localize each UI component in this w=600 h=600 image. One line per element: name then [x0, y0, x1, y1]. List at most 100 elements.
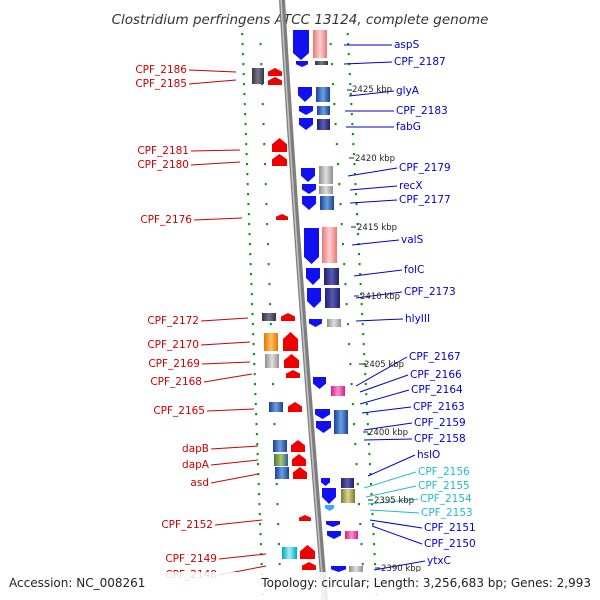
connector-line	[351, 239, 400, 246]
gene-label[interactable]: CPF_2155	[418, 480, 470, 492]
gene-label[interactable]: CPF_2186	[135, 64, 187, 76]
track-tick	[242, 63, 245, 66]
gene-label[interactable]: CPF_2168	[150, 376, 202, 388]
track-tick	[273, 423, 276, 426]
gene-label[interactable]: CPF_2173	[404, 286, 456, 298]
gene-box	[262, 313, 276, 321]
gene-arrow	[288, 402, 302, 412]
track-tick	[349, 83, 352, 86]
track-tick	[352, 153, 355, 156]
gene-label[interactable]: CPF_2163	[413, 401, 465, 413]
gene-label[interactable]: valS	[401, 234, 424, 246]
track-tick	[373, 543, 376, 546]
track-tick	[252, 333, 255, 336]
gene-label[interactable]: CPF_2181	[137, 145, 189, 157]
track-tick	[345, 303, 348, 306]
track-tick	[255, 413, 258, 416]
gene-label[interactable]: CPF_2180	[137, 159, 189, 171]
gene-label[interactable]: hslO	[417, 449, 440, 461]
connector-line	[359, 374, 409, 393]
gene-label[interactable]: CPF_2176	[140, 214, 192, 226]
gene-arrow	[301, 168, 315, 182]
gene-label[interactable]: CPF_2166	[410, 369, 462, 381]
track-tick	[365, 393, 368, 396]
gene-box	[275, 467, 289, 479]
gene-label[interactable]: fabG	[396, 121, 421, 133]
connector-line	[210, 459, 259, 466]
gene-label[interactable]: CPF_2151	[424, 522, 476, 534]
track-tick	[244, 113, 247, 116]
gene-label[interactable]: CPF_2156	[418, 466, 470, 478]
gene-label[interactable]: CPF_2158	[414, 433, 466, 445]
gene-box	[315, 61, 328, 65]
track-tick	[243, 83, 246, 86]
connector-line	[188, 79, 237, 85]
track-tick	[355, 203, 358, 206]
gene-label[interactable]: CPF_2150	[424, 538, 476, 550]
track-tick	[360, 543, 363, 546]
gene-label[interactable]: ytxC	[427, 555, 451, 567]
track-tick	[276, 503, 279, 506]
connector-line	[348, 90, 395, 97]
track-tick	[333, 103, 336, 106]
gene-label[interactable]: recX	[399, 180, 423, 192]
connector-line	[355, 356, 408, 387]
gene-arrow	[299, 118, 313, 130]
track-tick	[332, 83, 335, 86]
track-tick	[246, 173, 249, 176]
track-tick	[255, 423, 258, 426]
gene-label[interactable]: glyA	[396, 85, 420, 97]
connector-line	[210, 445, 259, 450]
gene-label[interactable]: CPF_2159	[414, 417, 466, 429]
track-tick	[330, 63, 333, 66]
track-tick	[254, 393, 257, 396]
track-tick	[256, 443, 259, 446]
track-tick	[353, 163, 356, 166]
gene-label[interactable]: CPF_2172	[147, 315, 199, 327]
gene-label[interactable]: CPF_2167	[409, 351, 461, 363]
track-tick	[275, 483, 278, 486]
gene-label[interactable]: hlyIII	[405, 313, 430, 325]
gene-label[interactable]: CPF_2164	[411, 384, 463, 396]
gene-label[interactable]: CPF_2185	[135, 78, 187, 90]
gene-label[interactable]: dapB	[182, 443, 209, 455]
kbp-markers: 2425 kbp 2420 kbp 2415 kbp 2410 kbp 2405…	[347, 85, 421, 574]
gene-label[interactable]: CPF_2153	[421, 507, 473, 519]
track-tick	[263, 163, 266, 166]
gene-label[interactable]: folC	[404, 264, 424, 276]
track-tick	[364, 373, 367, 376]
track-tick	[339, 203, 342, 206]
track-tick	[348, 73, 351, 76]
gene-label[interactable]: aspS	[394, 39, 420, 51]
track-tick	[371, 513, 374, 516]
connector-line	[190, 161, 241, 166]
gene-label[interactable]: CPF_2179	[399, 162, 451, 174]
track-tick	[346, 33, 349, 36]
track-tick	[359, 283, 362, 286]
gene-box	[273, 440, 287, 452]
track-tick	[267, 263, 270, 266]
gene-label[interactable]: asd	[190, 477, 209, 489]
gene-label[interactable]: CPF_2183	[396, 105, 448, 117]
track-tick	[354, 443, 357, 446]
gene-label[interactable]: CPF_2177	[399, 194, 451, 206]
gene-box	[320, 196, 334, 210]
gene-label[interactable]: CPF_2165	[153, 405, 205, 417]
gene-box	[317, 119, 330, 130]
gene-label[interactable]: CPF_2169	[148, 358, 200, 370]
track-tick	[354, 183, 357, 186]
track-tick	[261, 103, 264, 106]
track-tick	[358, 503, 361, 506]
gene-arrow	[268, 77, 282, 85]
gene-label[interactable]: CPF_2154	[420, 493, 472, 505]
gene-label[interactable]: dapA	[182, 459, 210, 471]
track-tick	[349, 363, 352, 366]
gene-arrow	[296, 61, 308, 67]
connector-line	[367, 454, 416, 477]
gene-label[interactable]: CPF_2187	[394, 56, 446, 68]
gene-label[interactable]: CPF_2152	[161, 519, 213, 531]
gene-label[interactable]: CPF_2170	[147, 339, 199, 351]
track-tick	[249, 263, 252, 266]
gene-box	[282, 547, 297, 559]
gene-label[interactable]: CPF_2149	[165, 553, 217, 565]
